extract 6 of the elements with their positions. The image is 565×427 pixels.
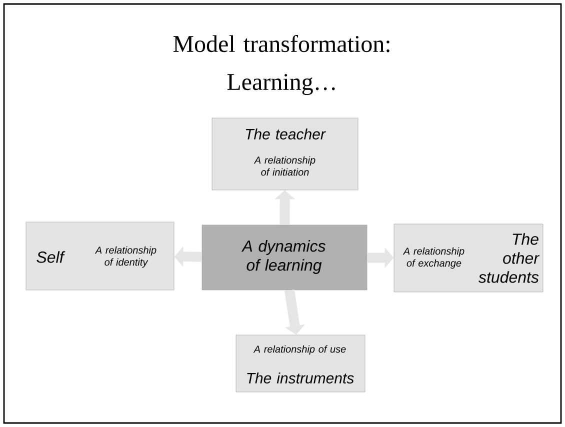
- relationship-box: The teacher A relationship of initiation: [212, 118, 358, 190]
- relationship-box: A dynamics of learning: [202, 224, 368, 290]
- relationship-box: Self A relationship of identity: [26, 222, 174, 290]
- relationship-box: A relationship of use The instruments: [236, 334, 366, 392]
- relationship-box: A relationship of exchange The other students: [394, 224, 544, 292]
- title: Model transformation: Learning…: [173, 34, 390, 96]
